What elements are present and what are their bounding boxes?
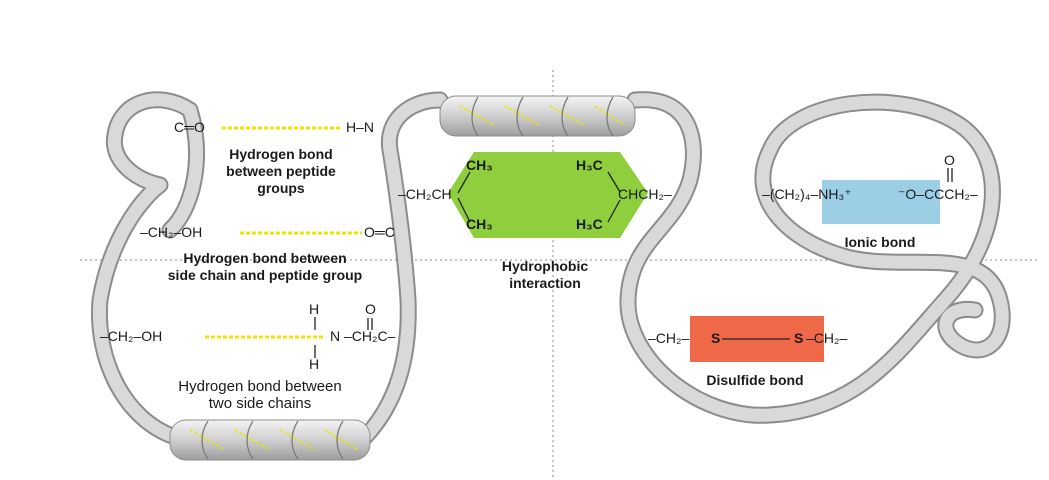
disulfide-caption: Disulfide bond [706, 372, 804, 388]
alpha-helix-bottom [169, 419, 371, 461]
sulfur-left-label: S [711, 330, 721, 346]
peptide-carbonyl-label: C═O [174, 119, 205, 135]
ionic-oxygen-label: O [944, 152, 955, 168]
side-chain-hydroxyl-label: –CH₂–OH [140, 224, 203, 240]
hydrophobic-caption: Hydrophobic interaction [501, 258, 589, 291]
hbond-peptide-caption: Hydrogen bond between peptide groups [226, 146, 336, 196]
methyl-bottom-right-label: H₃C [576, 216, 603, 232]
methyl-top-right-label: H₃C [576, 157, 603, 173]
ionic-carboxylate-label: ⁻O–CCCH₂– [898, 186, 978, 202]
methyl-bottom-left-label: CH₃ [466, 216, 493, 232]
methyl-top-left-label: CH₃ [466, 157, 493, 173]
amine-h-bottom-label: H [309, 356, 320, 372]
hydrophobic-region [448, 152, 648, 238]
peptide-amide-label: H–N [346, 119, 375, 135]
amine-h-top-label: H [309, 301, 320, 317]
ionic-caption: Ionic bond [844, 234, 916, 250]
disulfide-right-chain-label: –CH₂– [806, 330, 848, 346]
disulfide-left-chain-label: –CH₂– [648, 330, 690, 346]
peptide-carbonyl-label-2: O═C [364, 224, 395, 240]
ionic-bond-region [822, 180, 940, 224]
alpha-helix-top [439, 95, 636, 137]
ionic-amine-label: –(CH₂)₄–NH₃⁺ [762, 186, 852, 202]
hydrophobic-left-chain-label: –CH₂CH [398, 186, 452, 202]
hydrophobic-right-chain-label: CHCH₂– [618, 186, 672, 202]
amide-chain-label: –CH₂C– [344, 328, 396, 344]
side-chain-hydroxyl-label-2: –CH₂–OH [100, 328, 163, 344]
polypeptide-backbone [90, 91, 1011, 446]
amine-n-label: N [330, 328, 341, 344]
sulfur-right-label: S [794, 330, 804, 346]
amide-oxygen-label: O [365, 301, 376, 317]
hbond-side-peptide-caption: Hydrogen bond between side chain and pep… [167, 250, 363, 283]
hbond-side-side-caption: Hydrogen bond between two side chains [178, 378, 342, 412]
